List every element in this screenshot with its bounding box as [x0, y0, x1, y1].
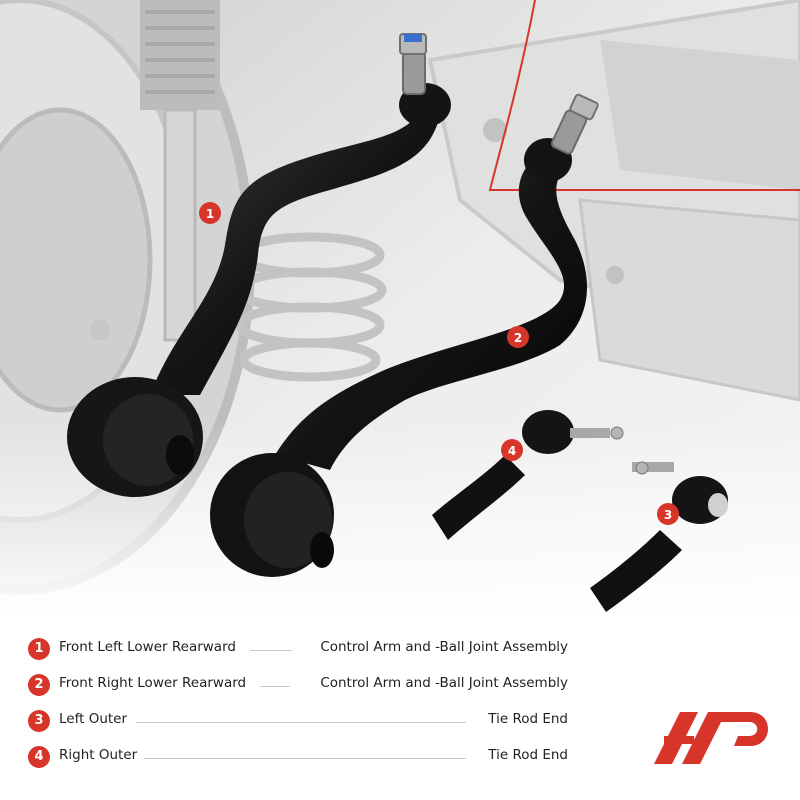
chassis-background: [0, 0, 800, 620]
item-part: Tie Rod End: [488, 711, 568, 727]
legend-item: 3 Left Outer Tie Rod End: [28, 710, 568, 734]
callout-3-label: 3: [664, 508, 672, 522]
divider: [250, 650, 292, 651]
legend-item: 4 Right Outer Tie Rod End: [28, 746, 568, 770]
callout-1: 1: [199, 202, 221, 224]
tie-rod-end-left-outer: [590, 461, 728, 612]
callout-2: 2: [507, 326, 529, 348]
ball-joint-right: [524, 93, 599, 182]
control-arm-left: [67, 33, 451, 497]
callout-4: 4: [501, 439, 523, 461]
parts-legend: 1 Front Left Lower Rearward Control Arm …: [0, 625, 800, 800]
callout-3: 3: [657, 503, 679, 525]
item-position: Front Left Lower Rearward: [59, 639, 236, 655]
divider: [260, 686, 290, 687]
item-part: Tie Rod End: [488, 747, 568, 763]
item-number: 3: [28, 710, 50, 732]
item-part: Control Arm and -Ball Joint Assembly: [320, 675, 568, 691]
divider: [144, 758, 466, 759]
callout-2-label: 2: [514, 331, 522, 345]
control-arm-right: [210, 93, 599, 577]
item-position: Front Right Lower Rearward: [59, 675, 247, 691]
item-part: Control Arm and -Ball Joint Assembly: [320, 639, 568, 655]
item-position: Left Outer: [59, 711, 128, 727]
ball-joint-left: [399, 33, 451, 127]
divider: [136, 722, 466, 723]
item-number: 1: [28, 638, 50, 660]
callout-4-label: 4: [508, 444, 516, 458]
item-number: 4: [28, 746, 50, 768]
legend-item: 2 Front Right Lower Rearward Control Arm…: [28, 674, 568, 698]
tie-rod-end-right-outer: [432, 410, 624, 540]
item-number: 2: [28, 674, 50, 696]
brand-logo-icon: [654, 712, 768, 764]
legend-item: 1 Front Left Lower Rearward Control Arm …: [28, 638, 568, 662]
accent-arc: [488, 0, 800, 191]
callout-1-label: 1: [206, 207, 214, 221]
item-position: Right Outer: [59, 747, 138, 763]
